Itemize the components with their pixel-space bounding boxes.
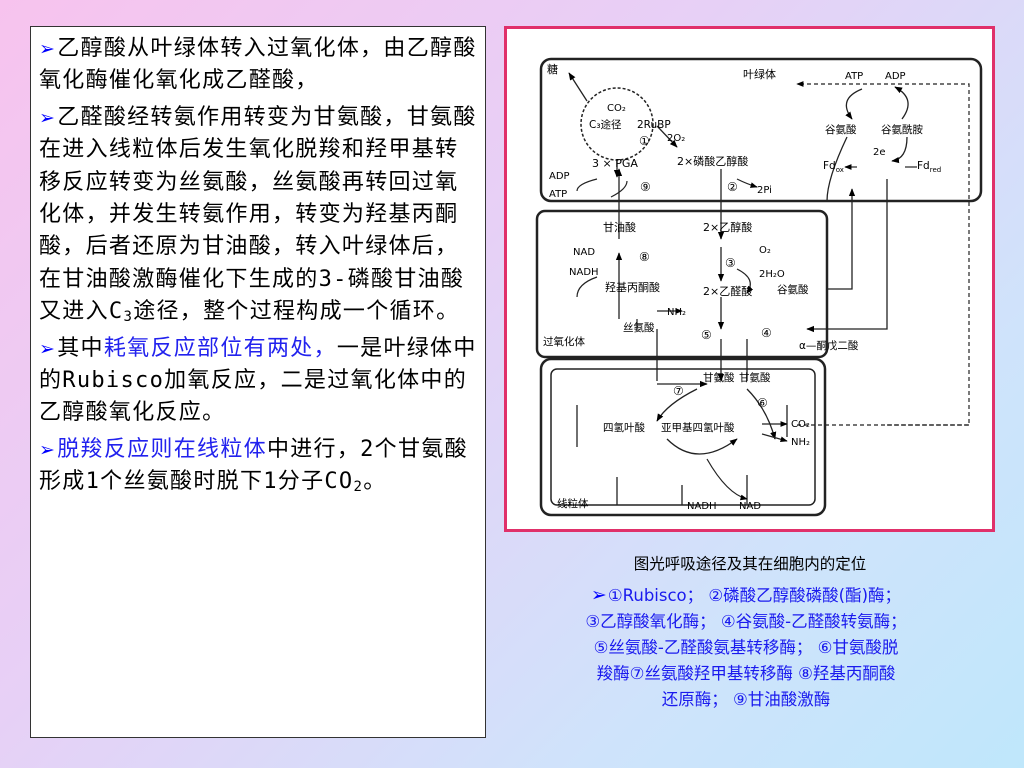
text-panel: ➢乙醇酸从叶绿体转入过氧化体，由乙醇酸氧化酶催化氧化成乙醛酸， ➢乙醛酸经转氨作… [30, 26, 486, 738]
label-pga: 3 × PGA [592, 157, 638, 170]
enzyme-legend: ➢①Rubisco； ②磷酸乙醇酸磷酸(酯)酶； ③乙醇酸氧化酶； ④谷氨酸-乙… [508, 582, 984, 713]
label-fd-ox: Fdox [823, 160, 844, 174]
peroxisome-box [535, 209, 829, 359]
label-peroxisome: 过氧化体 [543, 335, 585, 348]
paragraph-2: ➢乙醛酸经转氨作用转变为甘氨酸，甘氨酸在进入线粒体后发生氧化脱羧和羟甲基转移反应… [39, 104, 477, 326]
legend-line: 还原酶； ⑨甘油酸激酶 [661, 690, 831, 709]
label-o2-b: O₂ [759, 245, 771, 256]
label-enzyme-9: ⑨ [640, 180, 651, 194]
label-nadh: NADH [569, 267, 599, 278]
label-sugar: 糖 [547, 62, 558, 76]
label-chloroplast: 叶绿体 [743, 67, 776, 81]
legend-line: ➢①Rubisco； ②磷酸乙醇酸磷酸(酯)酶； [590, 584, 902, 606]
label-2e: 2e [873, 147, 886, 158]
label-alpha-ketoglutarate: α—酮戊二酸 [799, 339, 859, 352]
label-enzyme-6: ⑥ [757, 396, 768, 410]
label-phosphoglycolate: 2×磷酸乙醇酸 [677, 154, 748, 168]
legend-line: 羧酶⑦丝氨酸羟甲基转移酶 ⑧羟基丙酮酸 [596, 664, 896, 683]
label-enzyme-8: ⑧ [639, 250, 650, 264]
legend-line: ⑤丝氨酸-乙醛酸氨基转移酶； ⑥甘氨酸脱 [593, 638, 899, 657]
label-glutamate: 谷氨酸 [825, 123, 857, 136]
label-nadh-bottom: NADH [687, 501, 717, 512]
label-serine: 丝氨酸 [623, 321, 655, 334]
label-rubp: 2RuBP [637, 119, 671, 131]
label-enzyme-5: ⑤ [701, 328, 712, 342]
label-c3-cycle: C₃途径 [589, 118, 622, 131]
chloroplast-box [539, 57, 983, 203]
label-enzyme-1: ① [639, 134, 650, 148]
label-o2: 2O₂ [667, 133, 685, 144]
label-adp-left: ADP [549, 171, 570, 182]
label-pi: 2Pi [757, 185, 772, 196]
label-adp-right: ADP [885, 71, 906, 82]
label-methylene-thf: 亚甲基四氢叶酸 [661, 421, 735, 434]
label-glycine-2: 甘氨酸 [739, 371, 771, 384]
bullet-arrow-icon: ➢ [39, 337, 57, 360]
mitochondrion-inner [550, 368, 816, 506]
label-fd-red: Fdred [917, 160, 941, 174]
label-mitochondrion: 线粒体 [557, 497, 589, 510]
diagram-frame: 叶绿体 糖 CO₂ C₃途径 2RuBP 2O₂ ① 3 × PGA 2×磷酸乙… [504, 26, 995, 532]
label-h2o2: 2H₂O [759, 269, 785, 280]
label-enzyme-2: ② [727, 180, 738, 194]
label-hydroxypyruvate: 羟基丙酮酸 [605, 280, 660, 294]
label-nad-bottom: NAD [739, 501, 761, 512]
label-glutamate-b: 谷氨酸 [777, 283, 809, 296]
label-glycerate: 甘油酸 [603, 220, 636, 234]
mitochondrion-box [539, 357, 827, 517]
paragraph-3: ➢其中耗氧反应部位有两处，一是叶绿体中的Rubisco加氧反应，二是过氧化体中的… [39, 335, 477, 426]
highlight-oxygen-sites: 耗氧反应部位有两处， [103, 335, 337, 361]
label-atp-right: ATP [845, 71, 863, 82]
label-glutamine: 谷氨酰胺 [881, 123, 923, 136]
label-co2-bottom: CO₂ [791, 419, 810, 430]
paragraph-4: ➢脱羧反应则在线粒体中进行，2个甘氨酸形成1个丝氨酸时脱下1分子CO2。 [39, 436, 468, 496]
label-glyoxylate: 2×乙醛酸 [703, 284, 752, 298]
bullet-arrow-icon: ➢ [39, 38, 57, 60]
label-glycolate: 2×乙醇酸 [703, 220, 752, 234]
label-nh2: NH₂ [667, 307, 686, 318]
paragraph-1: ➢乙醇酸从叶绿体转入过氧化体，由乙醇酸氧化酶催化氧化成乙醛酸， [39, 36, 477, 94]
photorespiration-diagram: 叶绿体 糖 CO₂ C₃途径 2RuBP 2O₂ ① 3 × PGA 2×磷酸乙… [535, 57, 983, 517]
label-atp-left: ATP [549, 189, 567, 200]
bullet-arrow-icon: ➢ [39, 106, 57, 129]
bullet-arrow-icon: ➢ [590, 584, 607, 606]
label-enzyme-7: ⑦ [673, 384, 684, 398]
label-co2-top: CO₂ [607, 103, 626, 114]
label-glycine-1: 甘氨酸 [703, 371, 735, 384]
label-enzyme-4: ④ [761, 326, 772, 340]
label-nh2-bottom: NH₂ [791, 437, 810, 448]
bullet-arrow-icon: ➢ [39, 438, 57, 461]
figure-caption: 图光呼吸途径及其在细胞内的定位 [633, 555, 867, 573]
label-enzyme-3: ③ [725, 256, 736, 270]
label-thf: 四氢叶酸 [603, 421, 645, 434]
label-nad: NAD [573, 247, 595, 258]
highlight-decarboxylation: 脱羧反应则在线粒体 [57, 436, 267, 462]
legend-line: ③乙醇酸氧化酶； ④谷氨酸-乙醛酸转氨酶； [585, 612, 907, 631]
